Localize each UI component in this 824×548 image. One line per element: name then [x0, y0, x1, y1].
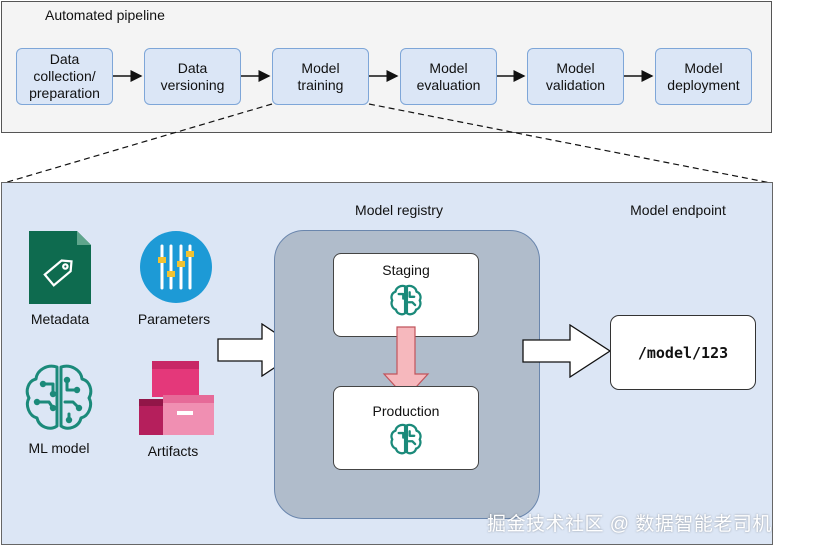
production-label: Production: [372, 403, 440, 419]
watermark: 掘金技术社区 @ 数据智能老司机: [487, 514, 772, 535]
brain-circuit-icon: [390, 423, 422, 455]
artifacts-label: Artifacts: [147, 443, 199, 459]
zoom-line-right: [368, 103, 772, 184]
model-endpoint[interactable]: /model/123: [610, 315, 756, 390]
step-model-deployment[interactable]: Model deployment: [655, 48, 752, 105]
sliders-icon: [140, 231, 212, 303]
registry-title: Model registry: [355, 202, 443, 218]
metadata-icon: [29, 231, 91, 304]
step-data-versioning[interactable]: Data versioning: [144, 48, 241, 105]
step-model-validation[interactable]: Model validation: [527, 48, 624, 105]
step-data-collection[interactable]: Data collection/ preparation: [16, 48, 113, 105]
zoom-line-left: [3, 103, 273, 184]
stacked-boxes-icon: [139, 361, 214, 435]
brain-circuit-icon: [390, 284, 422, 316]
staging-label: Staging: [382, 262, 430, 278]
pipeline-title: Automated pipeline: [45, 7, 165, 23]
pipeline-frame: [1, 1, 772, 133]
parameters-label: Parameters: [137, 311, 211, 327]
endpoint-title: Model endpoint: [630, 202, 726, 218]
metadata-label: Metadata: [30, 311, 90, 327]
step-model-evaluation[interactable]: Model evaluation: [400, 48, 497, 105]
ml-model-label: ML model: [28, 440, 90, 456]
output-block-arrow: [522, 324, 612, 378]
brain-circuit-icon: [25, 364, 93, 430]
step-model-training[interactable]: Model training: [272, 48, 369, 105]
